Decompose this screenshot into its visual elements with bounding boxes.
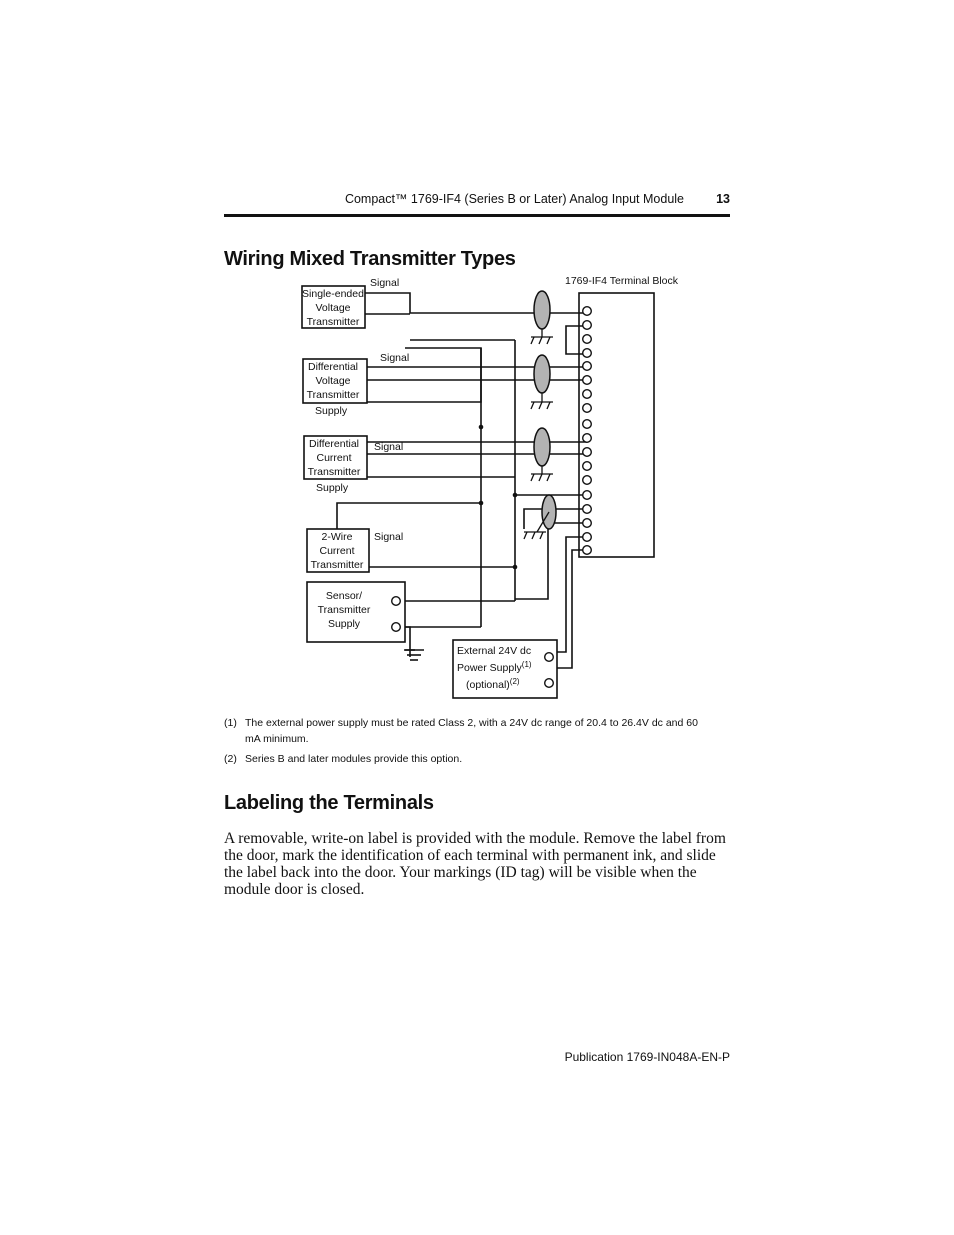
terminal-block-label: 1769-IF4 Terminal Block	[565, 275, 679, 287]
ext-supply-line2: Power Supply(1)	[457, 660, 532, 674]
diff-voltage-line1: Differential	[308, 361, 358, 373]
footnote-2: (2) Series B and later modules provide t…	[224, 751, 730, 769]
labeling-paragraph: A removable, write-on label is provided …	[224, 830, 726, 898]
footnote-2-text: Series B and later modules provide this …	[245, 753, 463, 765]
single-ended-line3: Transmitter	[307, 316, 360, 328]
ext-supply-line1: External 24V dc	[457, 645, 531, 657]
sensor-supply-line2: Transmitter	[318, 604, 371, 616]
single-ended-line2: Voltage	[315, 302, 350, 314]
signal-label-3: Signal	[374, 441, 403, 453]
sensor-supply-line1: Sensor/	[326, 590, 362, 602]
single-ended-line1: Single-ended	[302, 288, 364, 300]
section-title-wiring: Wiring Mixed Transmitter Types	[224, 248, 516, 270]
signal-label-2: Signal	[380, 352, 409, 364]
terminal-block	[578, 292, 655, 558]
supply-label-2: Supply	[316, 482, 349, 494]
wiring-diagram: 1769-IF4 Terminal Block Single-ended Vol…	[301, 275, 679, 699]
signal-label-4: Signal	[374, 531, 403, 543]
footnote-1-text: The external power supply must be rated …	[245, 717, 698, 745]
running-header: Compact™ 1769-IF4 (Series B or Later) An…	[344, 192, 684, 206]
diff-voltage-line2: Voltage	[315, 375, 350, 387]
sensor-supply-line3: Supply	[328, 618, 361, 630]
publication-footer: Publication 1769-IN048A-EN-P	[564, 1050, 730, 1064]
supply-label-1: Supply	[315, 405, 348, 417]
ext-supply-line3: (optional)(2)	[466, 677, 520, 691]
footnote-1: (1) The external power supply must be ra…	[224, 715, 730, 749]
diff-voltage-line3: Transmitter	[307, 389, 360, 401]
two-wire-line3: Transmitter	[311, 559, 364, 571]
diff-current-line2: Current	[316, 452, 351, 464]
two-wire-line2: Current	[319, 545, 354, 557]
header-rule	[224, 214, 730, 217]
signal-label-1: Signal	[370, 277, 399, 289]
two-wire-line1: 2-Wire	[322, 531, 353, 543]
diff-current-line3: Transmitter	[308, 466, 361, 478]
section-title-labeling: Labeling the Terminals	[224, 792, 434, 814]
footnote-1-number: (1)	[224, 717, 237, 729]
diff-current-line1: Differential	[309, 438, 359, 450]
footnote-2-number: (2)	[224, 753, 237, 765]
page-number: 13	[716, 192, 730, 206]
